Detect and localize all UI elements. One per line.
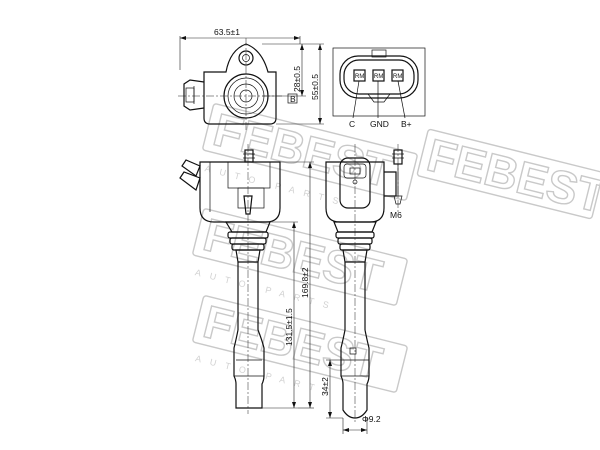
connector-pin-label-gnd: GND [370, 119, 389, 129]
connector-pin-2-code: RM [374, 74, 383, 80]
dim-tip-diameter-label: Φ9.2 [362, 414, 381, 424]
connector-frame [332, 47, 426, 117]
top-view-marker-label: B [290, 94, 296, 104]
side-view: M6 34±2 Φ9.2 [320, 144, 404, 434]
watermark-logo-bottom: FEBEST AUTO PARTS [192, 294, 408, 398]
dim-shaft-length: 131.5±1.5 [262, 221, 298, 409]
dim-body-height: 55±0.5 [276, 43, 324, 125]
connector-pin-1-code: RM [355, 74, 364, 80]
dim-tip-diameter: Φ9.2 [342, 414, 381, 434]
front-view-wing-lower [179, 171, 201, 191]
dim-top-width-label: 63.5±1 [214, 27, 240, 37]
watermark-brand-right: FEBEST [422, 128, 600, 222]
front-view-boot [233, 329, 265, 409]
side-view-thread-label: M6 [390, 210, 402, 220]
connector-pin-label-c: C [349, 119, 355, 129]
top-view-bolt-hole [238, 50, 254, 66]
dim-upper-height: 28±0.5 [262, 43, 306, 97]
connector-pin-view: RM RM RM C GND B+ [332, 47, 426, 129]
front-view-bolt-stud [244, 149, 254, 163]
connector-pin-1 [353, 69, 366, 82]
dim-shaft-length-label: 131.5±1.5 [284, 308, 294, 346]
dim-tip-length-label: 34±2 [320, 377, 330, 396]
dim-body-height-label: 55±0.5 [310, 74, 320, 100]
dim-overall-length-label: 169.8±2 [300, 267, 310, 298]
top-view: B 63.5±1 28±0.5 55±0.5 [178, 27, 324, 130]
connector-pin-label-bplus: B+ [401, 119, 412, 129]
watermark-brand-top: FEBEST [209, 103, 398, 197]
front-view: 131.5±1.5 169.8±2 [179, 144, 314, 414]
dim-tip-length: 34±2 [320, 359, 343, 419]
top-view-flange [203, 43, 277, 125]
watermark: FEBEST AUTO PARTS FEBEST AUTO PARTS FEBE… [192, 102, 600, 398]
connector-pin-2 [372, 69, 385, 82]
watermark-logo-right: FEBEST [416, 128, 600, 224]
dim-upper-height-label: 28±0.5 [292, 66, 302, 92]
connector-pin-3-code: RM [393, 74, 402, 80]
dim-overall-length: 169.8±2 [280, 161, 314, 409]
front-view-wing-upper [181, 159, 201, 177]
connector-housing [339, 55, 419, 99]
dim-top-width: 63.5±1 [179, 27, 301, 70]
top-view-marker-box [287, 93, 298, 104]
top-view-connector-stub [183, 79, 205, 111]
connector-pin-3 [391, 69, 404, 82]
